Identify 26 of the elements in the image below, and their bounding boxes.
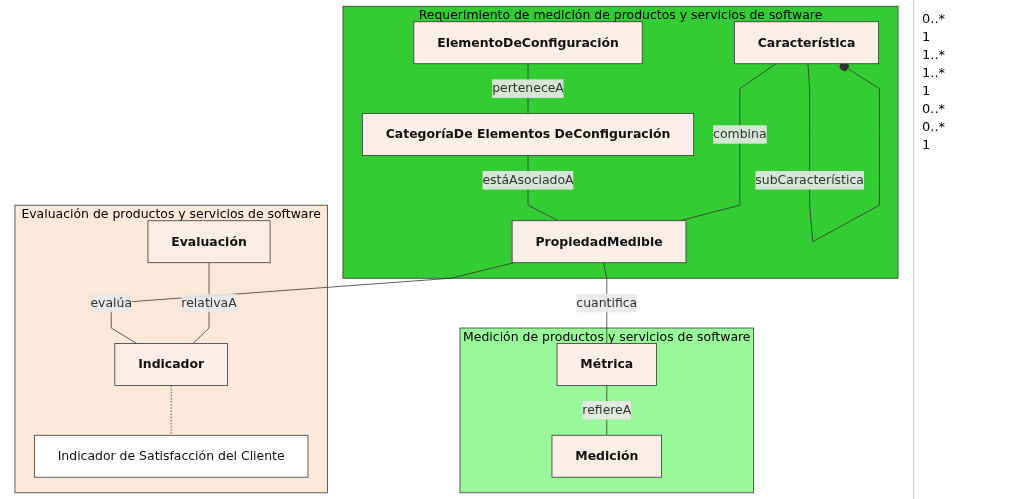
- multiplicity-label: 0..*: [922, 101, 947, 116]
- multiplicity-label: 0..*: [922, 119, 947, 134]
- node-box: Indicador: [114, 343, 228, 386]
- edge-label: evalúa: [90, 295, 133, 311]
- edge-label: estáAsociadoA: [482, 172, 574, 188]
- edge-label: combina: [713, 126, 767, 142]
- multiplicity-label: 1: [922, 29, 932, 44]
- multiplicity-label: 1..*: [922, 47, 947, 62]
- node-box: Indicador de Satisfacción del Cliente: [34, 434, 309, 478]
- node-box: Evaluación: [147, 220, 271, 264]
- node-box: ElementoDeConfiguración: [413, 21, 643, 65]
- multiplicity-label: 1: [922, 83, 932, 98]
- node-box: CategoríaDe Elementos DeConfiguración: [361, 113, 695, 156]
- edge-label: relativaA: [181, 295, 237, 311]
- node-box: PropiedadMedible: [511, 220, 687, 264]
- multiplicity-label: 0..*: [922, 11, 947, 26]
- multiplicity-label: 1..*: [922, 65, 947, 80]
- connector: [170, 385, 172, 436]
- node-box: Métrica: [556, 343, 657, 386]
- edge-label: perteneceA: [492, 80, 564, 96]
- node-box: Medición: [551, 434, 662, 478]
- edge-label: cuantifica: [576, 295, 638, 311]
- edge-label: subCaracterística: [755, 172, 864, 188]
- multiplicity-label: 1: [922, 137, 932, 152]
- node-box: Característica: [734, 21, 879, 65]
- edge-label: refiereA: [582, 402, 632, 418]
